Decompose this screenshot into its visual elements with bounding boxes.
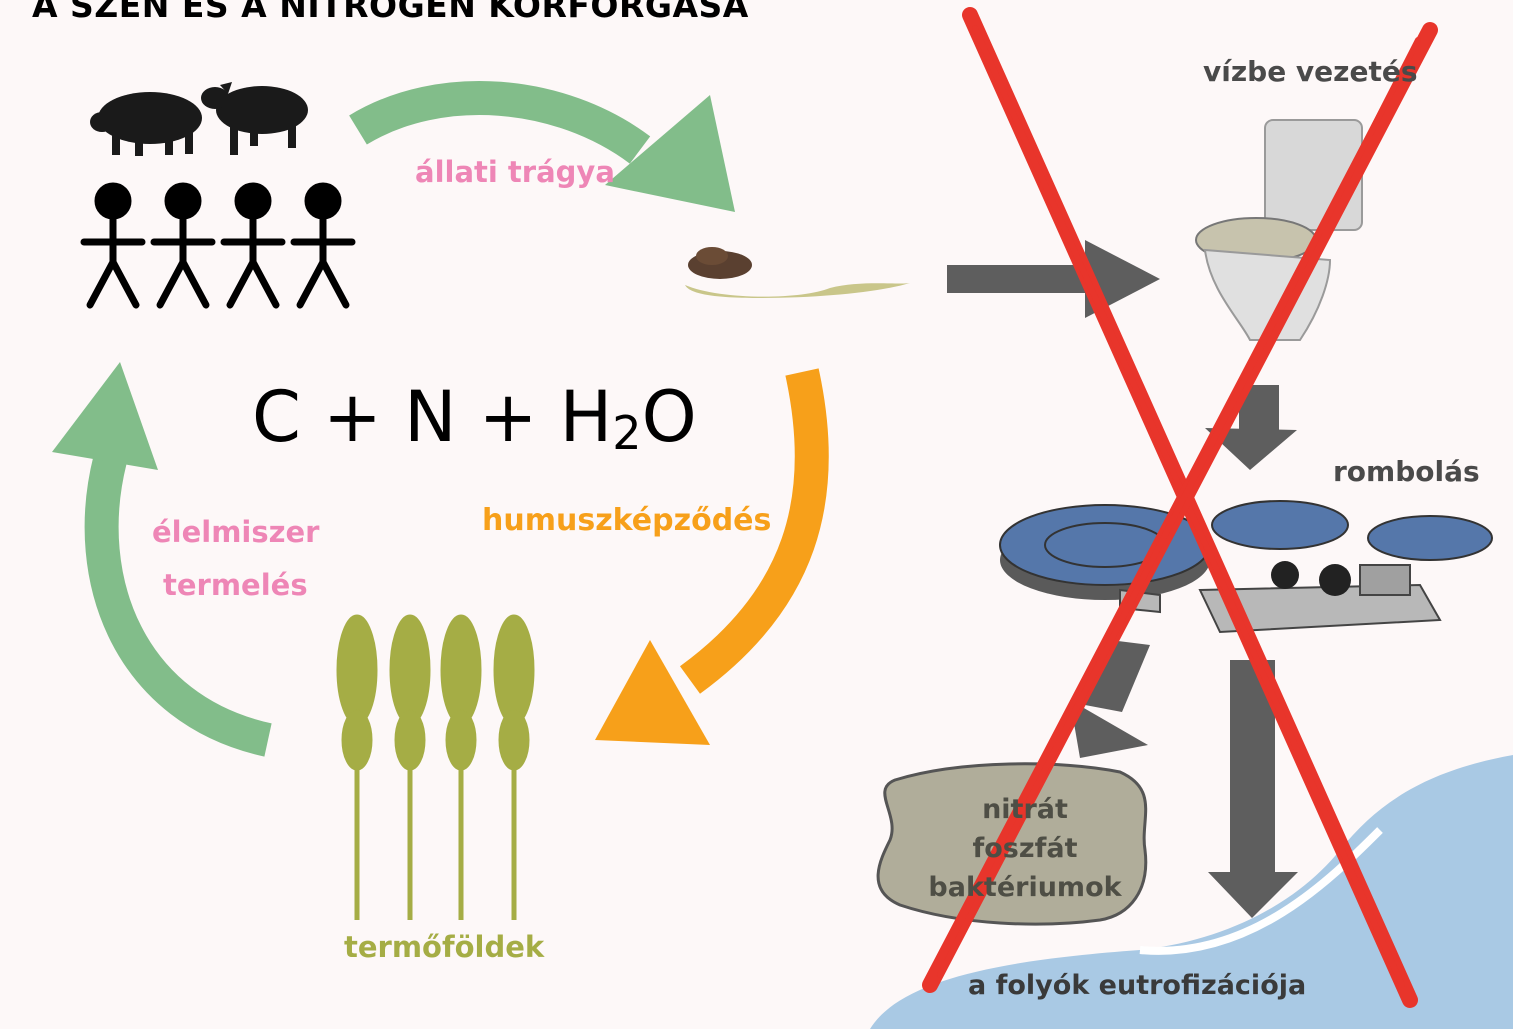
discharge-arrow [947,240,1160,318]
food-production-label-line1: élelmiszer [152,515,320,549]
river-label: a folyók eutrofizációja [968,970,1307,1001]
destruction-label: rombolás [1333,455,1480,488]
food-production-label-line2: termelés [163,568,308,602]
food-production-arrow [52,362,272,757]
down-arrow-icon [1070,640,1150,758]
animal-manure-label: állati trágya [415,155,615,189]
wheat-icon [336,614,535,920]
manure-icon [685,247,910,298]
humus-arrow [595,368,829,745]
pig-icon [90,92,202,156]
diagram-title: A SZÉN ÉS A NITROGÉN KÖRFORGÁSA [32,0,749,25]
treatment-plant-icon [999,500,1493,634]
formula: C + N + H2O [252,376,697,460]
residue-label: nitrát foszfát baktériumok [928,794,1122,903]
animal-manure-arrow [349,81,735,212]
water-discharge-label: vízbe vezetés [1203,55,1418,88]
people-icon [80,182,356,309]
cross-mark [922,7,1438,1008]
farmland-label: termőföldek [344,930,545,964]
pig-icon [201,82,308,155]
humus-label: humuszképződés [482,503,772,538]
